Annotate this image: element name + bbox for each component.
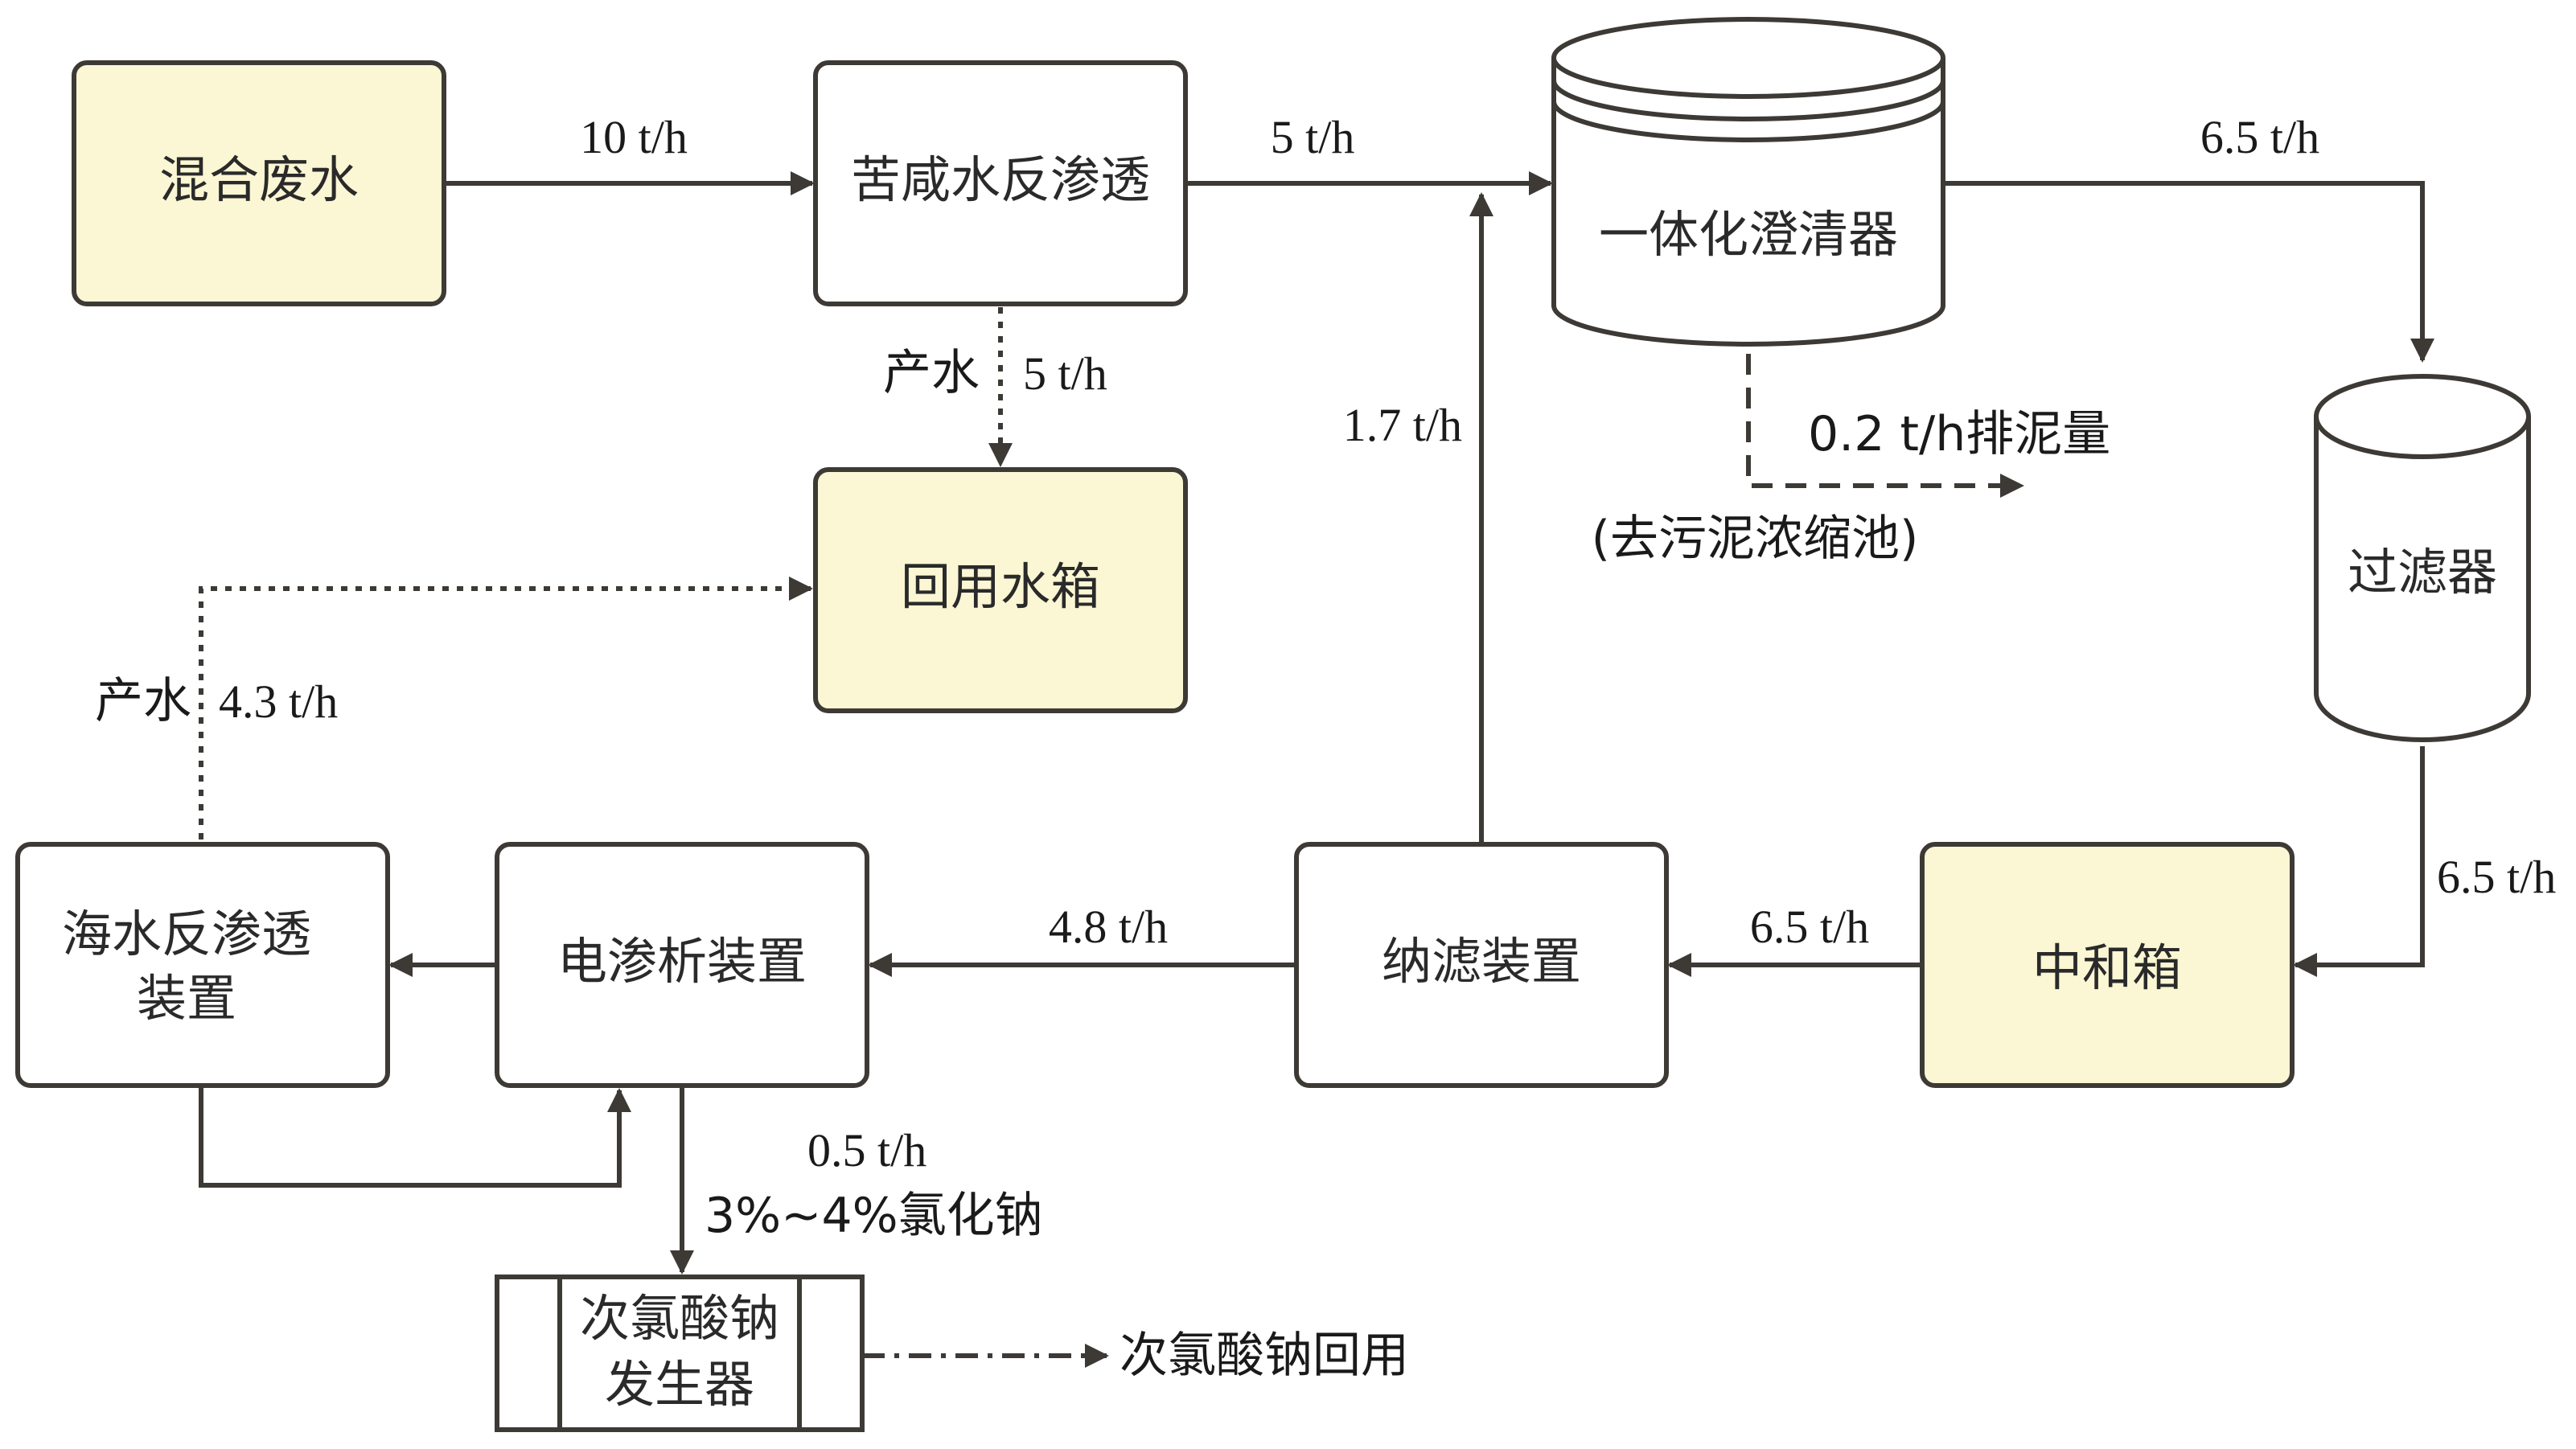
node-mixed-wastewater-label: 混合废水 (159, 150, 359, 209)
node-integrated-clarifier: 一体化澄清器 (1551, 17, 1945, 347)
edge-hypochlorite-reuse-label: 次氯酸钠回用 (1120, 1328, 1409, 1384)
node-reuse-tank-label: 回用水箱 (901, 557, 1100, 616)
node-reuse-tank: 回用水箱 (813, 467, 1188, 713)
edge-seawater-product-flow: 4.3 t/h (219, 675, 338, 728)
node-seawater-ro: 海水反渗透 装置 (15, 842, 390, 1088)
edge-ed-to-generator-conc: 3%~4%氯化钠 (705, 1188, 1043, 1244)
node-electrodialysis: 电渗析装置 (495, 842, 869, 1088)
edge-seawater-ro-loop (199, 1086, 631, 1188)
node-hypochlorite-generator-label-line1: 次氯酸钠 (580, 1289, 779, 1348)
node-seawater-ro-label-line2: 装置 (137, 969, 236, 1028)
node-neutralization-tank: 中和箱 (1920, 842, 2295, 1088)
edge-nf-to-ed-label: 4.8 t/h (1049, 901, 1168, 953)
edge-sludge-flow-label: 0.2 t/h排泥量 (1808, 406, 2110, 462)
node-filter: 过滤器 (2314, 374, 2531, 742)
node-electrodialysis-label: 电渗析装置 (557, 932, 807, 991)
node-seawater-ro-label-line1: 海水反渗透 (62, 905, 311, 963)
node-nanofiltration-label: 纳滤装置 (1382, 932, 1581, 991)
node-neutralization-tank-label: 中和箱 (2032, 938, 2182, 997)
node-brackish-ro: 苦咸水反渗透 (813, 60, 1188, 306)
edge-clarifier-to-filter-label: 6.5 t/h (2200, 111, 2319, 163)
edge-filter-to-neutral-label: 6.5 t/h (2437, 851, 2556, 903)
node-brackish-ro-label: 苦咸水反渗透 (851, 150, 1150, 209)
edge-seawater-product (199, 577, 813, 839)
node-integrated-clarifier-label: 一体化澄清器 (1599, 205, 1898, 264)
edge-seawater-product-label: 产水 (95, 673, 191, 729)
node-mixed-wastewater: 混合废水 (72, 60, 446, 306)
node-filter-label: 过滤器 (2348, 543, 2497, 601)
edge-ro-product-label: 产水 (883, 345, 980, 401)
edge-sludge-dest-label: (去污泥浓缩池) (1592, 511, 1919, 567)
edge-mix-to-ro-label: 10 t/h (580, 111, 688, 163)
edge-ro-to-clarifier-label: 5 t/h (1271, 111, 1355, 163)
node-hypochlorite-generator-label-line2: 发生器 (605, 1355, 754, 1414)
edge-sludge-discharge (1746, 354, 2024, 498)
node-hypochlorite-generator: 次氯酸钠 发生器 (495, 1275, 865, 1432)
edge-ed-to-generator-flow: 0.5 t/h (807, 1124, 926, 1176)
edge-neutral-to-nf-label: 6.5 t/h (1750, 901, 1869, 953)
edge-clarifier-to-filter (1943, 181, 2434, 363)
edge-ro-product-flow: 5 t/h (1023, 347, 1107, 400)
edge-nf-to-clarifier-label: 1.7 t/h (1343, 399, 1462, 451)
node-nanofiltration: 纳滤装置 (1294, 842, 1669, 1088)
edge-filter-to-neutral (2293, 746, 2425, 977)
